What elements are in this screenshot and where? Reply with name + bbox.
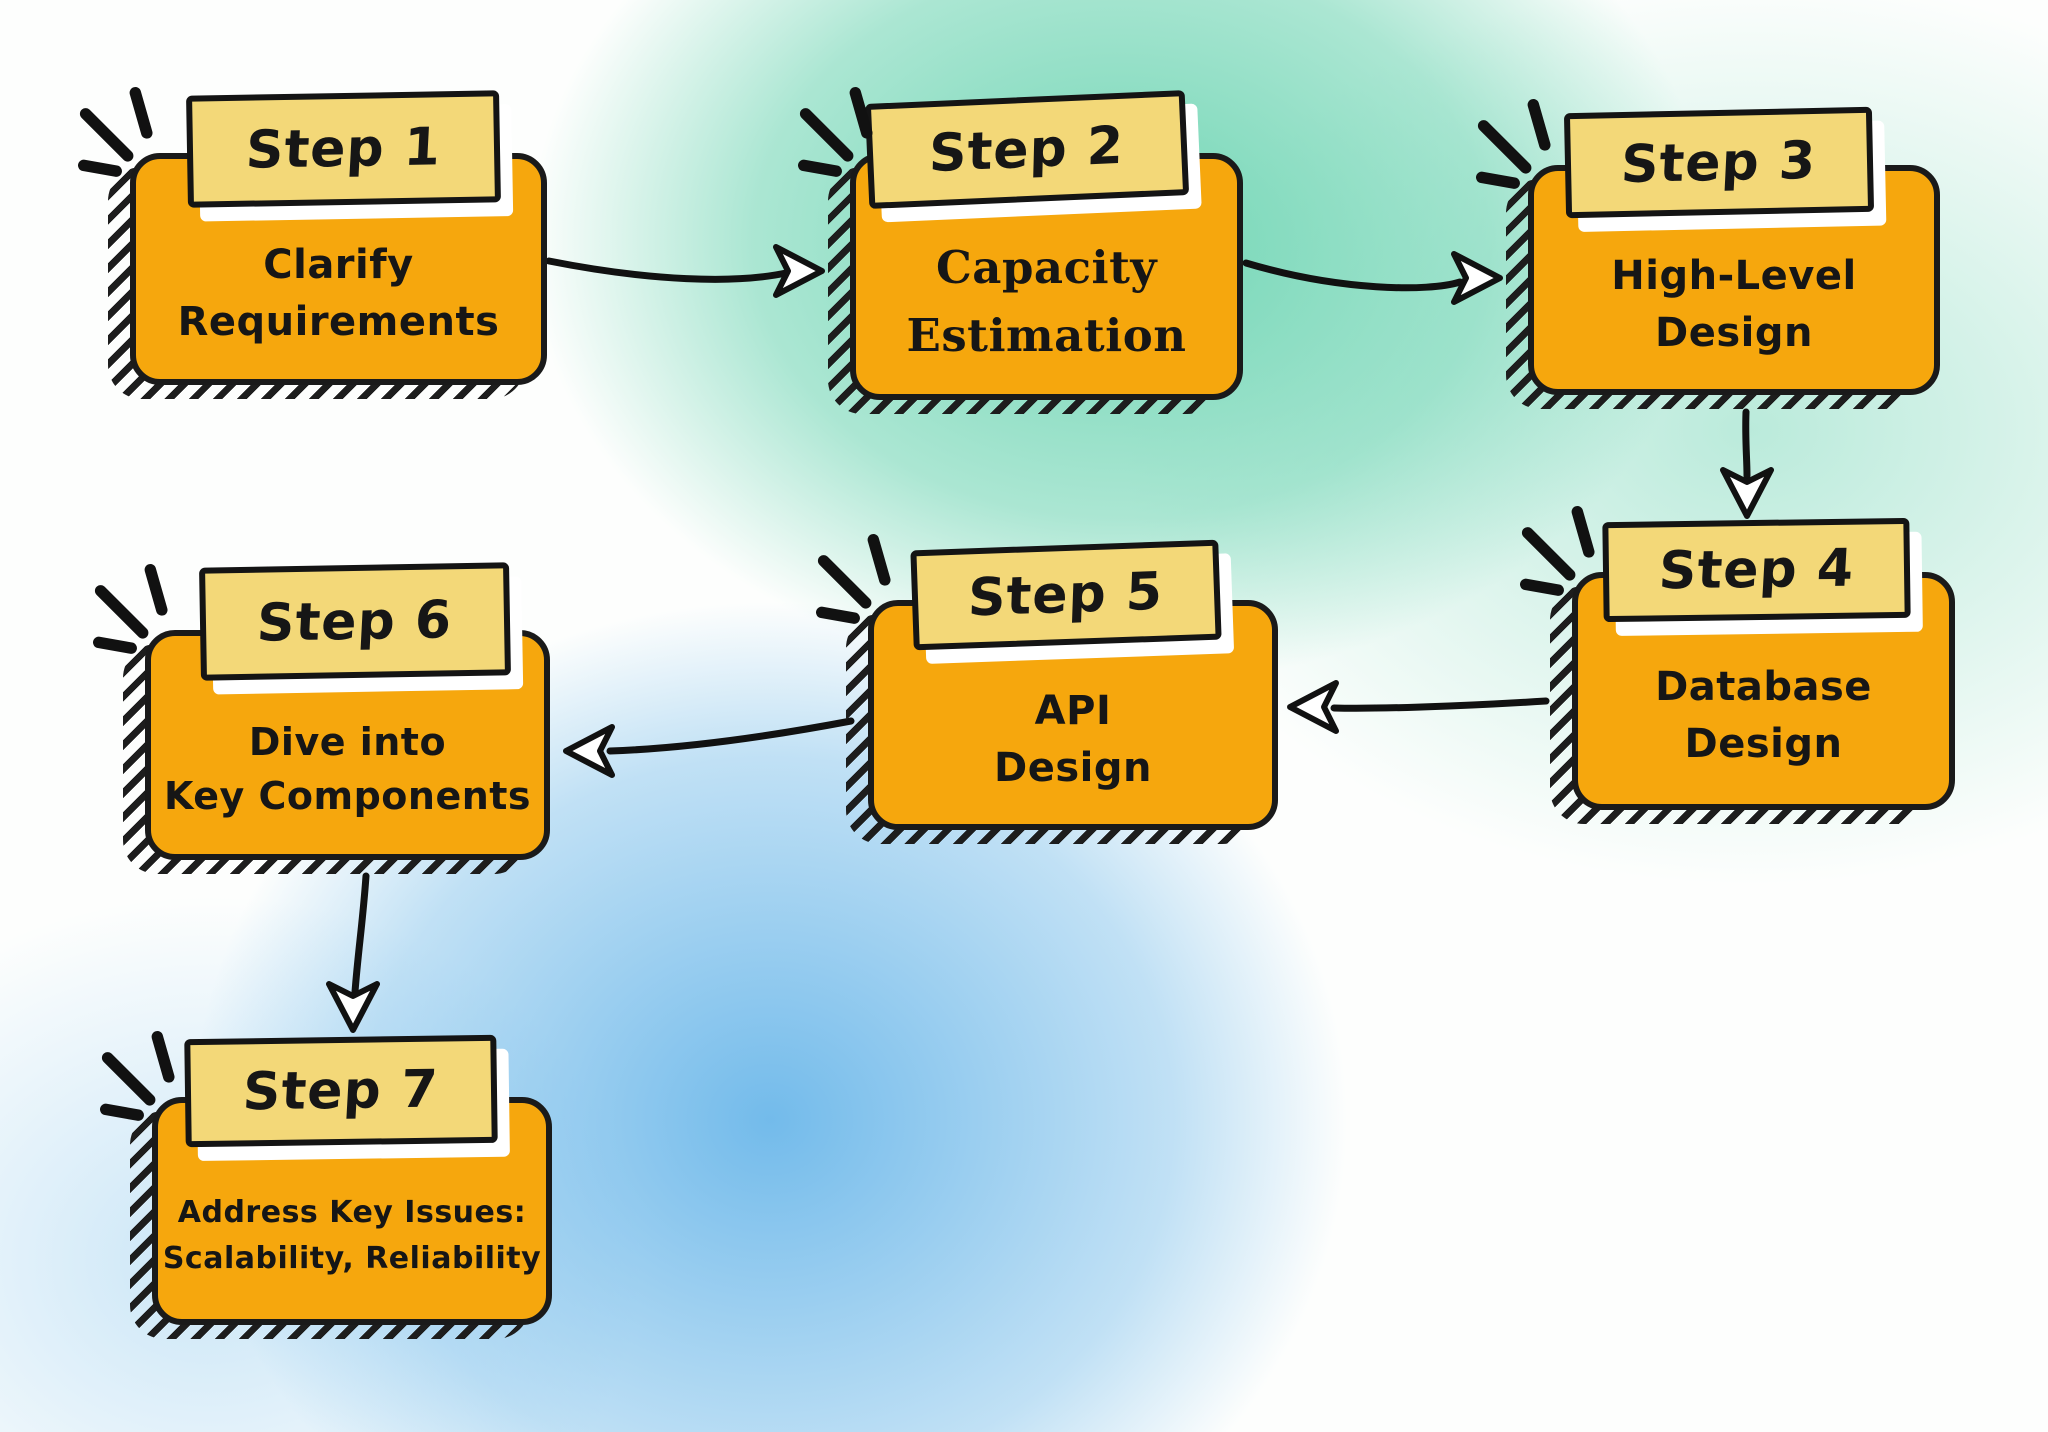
step-5-tab: Step 5 <box>910 539 1222 651</box>
sparkle-icon <box>816 534 891 624</box>
step-4-text-line: Database <box>1655 664 1872 711</box>
arrow-step5-step6 <box>606 717 855 755</box>
arrow-step4-step5 <box>1330 697 1550 712</box>
step-4-tab: Step 4 <box>1602 517 1911 623</box>
arrow-step2-step3 <box>1242 259 1464 292</box>
step-5-text-line: Design <box>994 745 1152 791</box>
arrowhead-step2-step3 <box>1451 251 1503 305</box>
sparkle-icon <box>93 564 168 654</box>
arrow-step3-step4 <box>1742 408 1751 480</box>
step-4-text-line: Design <box>1684 721 1843 767</box>
sparkle-icon <box>1476 99 1551 189</box>
step-4-label: Step 4 <box>1657 538 1856 602</box>
step-6-tab: Step 6 <box>199 562 511 681</box>
arrow-step1-step2 <box>545 257 790 283</box>
step-7-tab: Step 7 <box>184 1034 498 1148</box>
step-4-card: Database Design Step 4 <box>1520 506 1955 824</box>
arrowhead-step1-step2 <box>773 244 825 298</box>
step-7-text-line: Address Key Issues: <box>177 1194 527 1230</box>
step-3-card: High-Level Design Step 3 <box>1476 99 1940 409</box>
step-6-text-line: Key Components <box>163 774 532 818</box>
step-2-card: Capacity Estimation Step 2 <box>798 87 1243 414</box>
step-2-label: Step 2 <box>928 115 1126 184</box>
step-3-text-line: High-Level <box>1611 253 1857 300</box>
step-1-text-line: Clarify <box>263 242 414 289</box>
step-1-tab: Step 1 <box>186 90 501 208</box>
step-5-label: Step 5 <box>967 561 1165 629</box>
step-2-text-line: Capacity <box>935 241 1158 294</box>
step-3-text-line: Design <box>1655 310 1813 356</box>
step-5-card: API Design Step 5 <box>816 534 1278 844</box>
step-3-label: Step 3 <box>1620 130 1818 195</box>
sparkle-icon <box>1520 506 1595 596</box>
arrowhead-step4-step5 <box>1287 680 1339 734</box>
step-2-text-line: Estimation <box>906 308 1187 362</box>
arrowhead-step5-step6 <box>563 724 615 778</box>
step-7-text-line: Scalability, Reliability <box>162 1241 542 1276</box>
step-2-tab: Step 2 <box>864 90 1190 209</box>
step-7-label: Step 7 <box>241 1059 441 1123</box>
step-6-text-line: Dive into <box>248 720 447 765</box>
step-1-card: Clarify Requirements Step 1 <box>78 87 547 399</box>
step-7-card: Address Key Issues: Scalability, Reliabi… <box>100 1031 552 1339</box>
step-6-label: Step 6 <box>255 589 455 654</box>
arrowhead-step6-step7 <box>326 981 380 1033</box>
arrowhead-step3-step4 <box>1720 467 1774 519</box>
arrow-step6-step7 <box>351 872 370 996</box>
sparkle-icon <box>78 87 153 177</box>
step-3-tab: Step 3 <box>1563 106 1875 219</box>
step-6-card: Dive into Key Components Step 6 <box>93 562 550 874</box>
sparkle-icon <box>100 1031 175 1121</box>
step-1-text-line: Requirements <box>177 299 500 345</box>
step-1-label: Step 1 <box>244 117 443 181</box>
sparkle-icon <box>798 87 873 177</box>
step-5-text-line: API <box>1034 688 1112 735</box>
